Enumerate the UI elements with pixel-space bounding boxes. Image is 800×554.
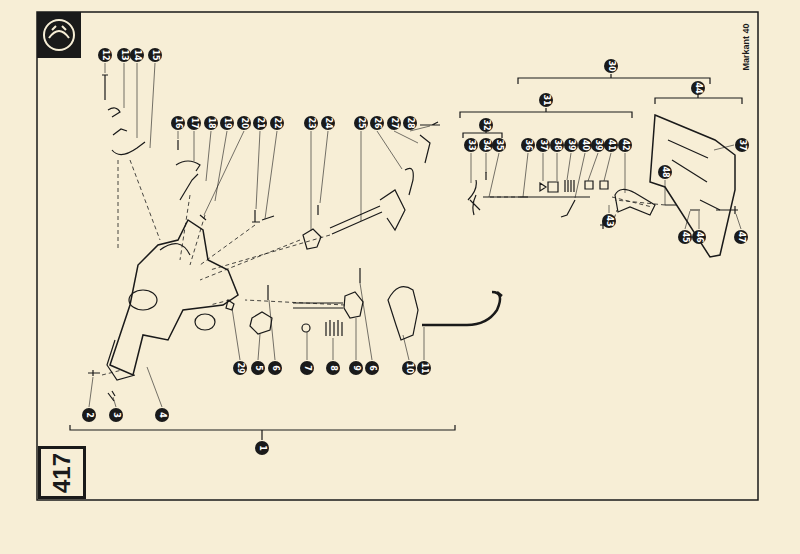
model-name: Markant 40 xyxy=(740,23,750,70)
callout-number: 4 xyxy=(155,408,169,422)
page-number: 417 xyxy=(48,452,76,492)
callout-number: 38 xyxy=(550,138,564,152)
callout-number: 44 xyxy=(691,81,705,95)
callout-number: 46 xyxy=(692,230,706,244)
callout-number: 17 xyxy=(187,116,201,130)
callout-number: 1 xyxy=(255,441,269,455)
callout-number: 39 xyxy=(591,138,605,152)
callout-number: 2 xyxy=(82,408,96,422)
callout-number: 37 xyxy=(536,138,550,152)
callout-number: 30 xyxy=(604,59,618,73)
callout-number: 5 xyxy=(251,361,265,375)
callout-number: 29 xyxy=(233,361,247,375)
callout-number: 35 xyxy=(492,138,506,152)
callout-number: 16 xyxy=(171,116,185,130)
callout-number: 6 xyxy=(268,361,282,375)
callout-number: 24 xyxy=(321,116,335,130)
callout-number: 26 xyxy=(370,116,384,130)
callout-number: 18 xyxy=(204,116,218,130)
callout-number: 40 xyxy=(578,138,592,152)
callout-number: 10 xyxy=(402,361,416,375)
callout-number: 22 xyxy=(270,116,284,130)
callout-number: 15 xyxy=(148,48,162,62)
callout-number: 7 xyxy=(300,361,314,375)
callout-number: 19 xyxy=(220,116,234,130)
callout-number: 48 xyxy=(658,165,672,179)
callout-number: 6 xyxy=(365,361,379,375)
callout-number: 41 xyxy=(604,138,618,152)
callout-number: 37 xyxy=(735,138,749,152)
callout-number: 9 xyxy=(349,361,363,375)
callout-number: 8 xyxy=(326,361,340,375)
page-number-box: 417 xyxy=(38,446,86,499)
callout-number: 47 xyxy=(734,230,748,244)
callout-number: 42 xyxy=(618,138,632,152)
callout-number: 45 xyxy=(678,230,692,244)
callout-number: 27 xyxy=(387,116,401,130)
callout-number: 32 xyxy=(479,118,493,132)
callout-number: 13 xyxy=(117,48,131,62)
callout-number: 25 xyxy=(354,116,368,130)
callout-number: 34 xyxy=(479,138,493,152)
callout-number: 12 xyxy=(98,48,112,62)
callout-number: 36 xyxy=(521,138,535,152)
callout-number: 11 xyxy=(417,361,431,375)
callout-number: 3 xyxy=(109,408,123,422)
callout-number: 43 xyxy=(602,214,616,228)
callout-number: 31 xyxy=(539,93,553,107)
callout-number: 28 xyxy=(403,116,417,130)
callout-number: 21 xyxy=(253,116,267,130)
callout-number: 39 xyxy=(564,138,578,152)
callout-number: 14 xyxy=(130,48,144,62)
callout-number: 23 xyxy=(304,116,318,130)
callout-number: 33 xyxy=(464,138,478,152)
callout-number: 20 xyxy=(237,116,251,130)
